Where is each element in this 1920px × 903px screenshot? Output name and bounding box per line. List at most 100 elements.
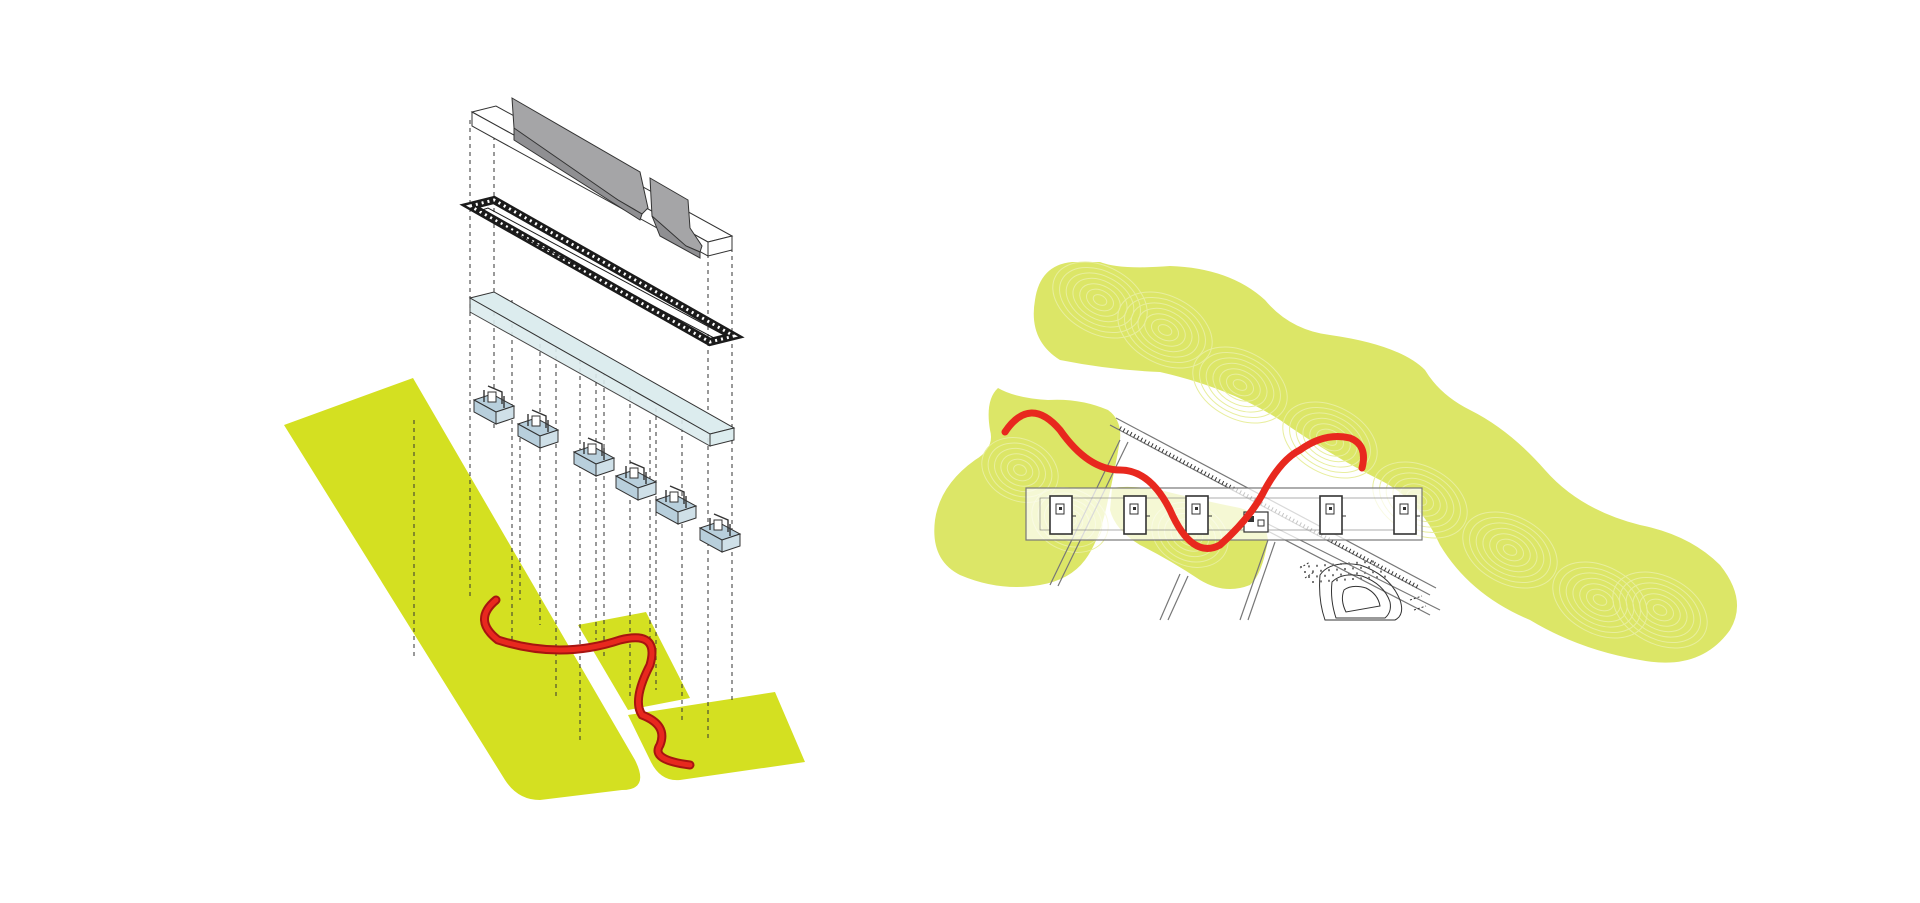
ground-red-path [480,595,695,770]
contour-line [1199,351,1281,419]
contour-line [1086,288,1114,312]
street-line-6 [1167,575,1189,621]
contour-line [1489,533,1531,567]
seat-mark [1308,565,1310,568]
seat-mark [1344,578,1346,581]
seat-mark [1348,573,1350,575]
contour-line [1144,313,1186,347]
contour-line [1475,522,1545,578]
seat-mark [1324,574,1326,577]
contour-line [1151,318,1179,342]
green-plot-lower [628,692,805,781]
contour-line [981,437,1059,503]
contour-line [1232,379,1248,391]
pavilion-plan-modules [1049,495,1420,535]
pavilion-module-icon [1393,495,1420,535]
seat-mark [1308,576,1310,578]
contour-line [1625,582,1695,638]
pavilion-modules [472,385,742,553]
street-line-3 [1239,539,1269,621]
contour-line [1316,428,1344,452]
seat-mark [1340,563,1342,565]
seat-mark [1304,571,1306,573]
contour-line [1092,294,1108,306]
seat-mark [1336,579,1338,582]
seat-mark [1328,569,1330,572]
contour-line [1192,346,1288,424]
contour-line [1226,373,1254,397]
seat-mark [1348,562,1350,565]
contour-line [1572,577,1628,623]
contour-line [994,447,1046,493]
seat-mark [1312,570,1314,573]
roof-skylight-long-face [513,127,643,221]
truss-frame [459,195,745,347]
contour-line [1612,571,1708,649]
seat-mark [1364,571,1366,574]
roof-layer [470,97,734,259]
contour-line [1137,307,1193,353]
contour-line [987,442,1053,498]
pavilion-module-icon [1049,495,1076,535]
contour-line [1632,587,1688,633]
truss-inner-edge [474,207,728,339]
contour-line [1289,406,1371,474]
seat-mark [1376,565,1378,568]
site-plan [934,261,1738,663]
seat-mark [1312,581,1314,583]
contour-line [1496,538,1524,562]
red-path [482,597,693,768]
exploded-axonometric [284,97,805,800]
seat-mark [1384,575,1386,578]
seat-mark [1332,574,1334,577]
contour-line [1586,588,1614,612]
contour-line [1559,566,1641,634]
contour-line [1219,368,1261,402]
pavilion-module-icon [614,461,658,501]
pavilion-module-icon [1319,495,1346,535]
contour-line [1652,604,1668,616]
pavilion-module-icon [572,437,616,477]
contour-line [1205,357,1275,413]
seat-mark [1336,568,1338,571]
rail-line-4 [1261,527,1431,616]
deck-end [709,427,735,447]
contour-line [1639,593,1681,627]
stadium-seating [1300,560,1386,583]
contour-line [1000,453,1040,487]
contour-line [1013,464,1027,476]
seat-mark [1360,577,1362,580]
seat-mark [1372,571,1374,574]
contour-line [1309,423,1351,457]
contour-line [1552,561,1648,639]
pavilion-module-icon [654,485,698,525]
seat-mark [1376,576,1378,579]
seat-mark [1344,568,1346,570]
seat-mark [1380,570,1382,573]
green-band-large [284,378,641,800]
street-line-5 [1159,573,1181,621]
bridge-deck [468,291,736,447]
railway-ties [1119,426,1421,590]
seat-mark [1360,566,1362,569]
contour-line [1619,576,1701,644]
pavilion-module-icon [1123,495,1150,535]
pavilion-module-icon [516,409,560,449]
street-line-4 [1247,541,1276,621]
contour-line [1124,296,1206,364]
roof-end [707,235,733,257]
contour-line [1212,362,1268,408]
seat-mark [1352,567,1354,570]
contour-line [1482,527,1538,573]
contour-line [1157,324,1173,336]
contour-line [1130,302,1200,358]
contour-line [1646,598,1674,622]
seat-mark [1356,572,1358,575]
seat-mark [1368,566,1370,569]
contour-line [1592,594,1608,606]
seat-mark [1300,566,1302,568]
seat-mark [1320,580,1322,583]
contour-lines-upper [1052,261,1708,649]
contour-line [1469,516,1551,584]
contour-line [1117,291,1213,369]
